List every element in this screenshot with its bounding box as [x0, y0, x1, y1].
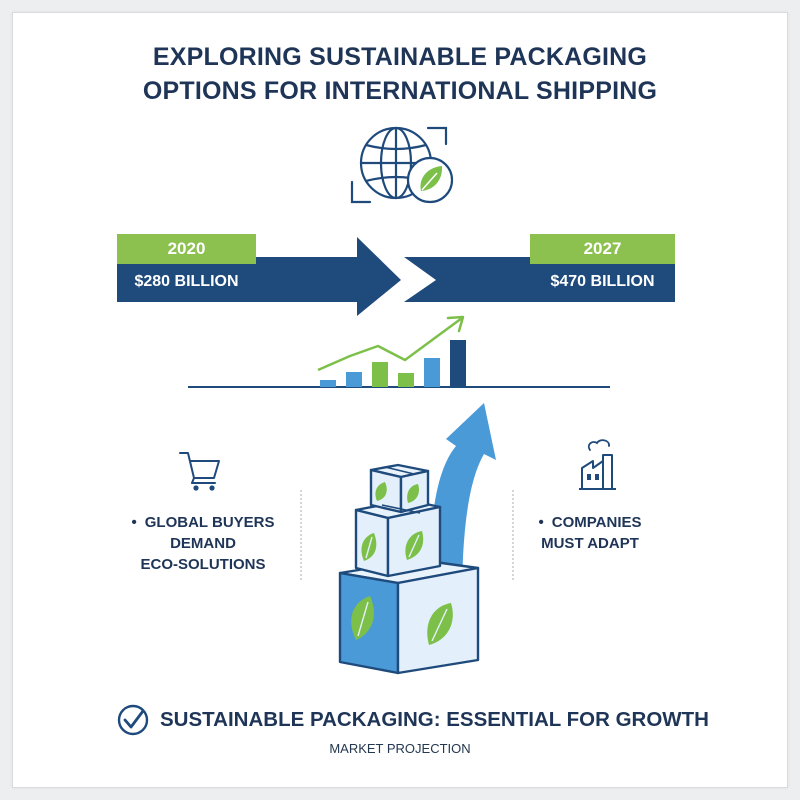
buyers-demand-point: •GLOBAL BUYERS DEMAND ECO-SOLUTIONS — [118, 512, 288, 575]
right-divider — [512, 490, 514, 580]
buyers-demand-line-3: ECO-SOLUTIONS — [140, 556, 266, 573]
end-year-label: 2027 — [530, 234, 675, 264]
bullet-icon: • — [538, 514, 544, 531]
infographic-frame — [12, 12, 788, 788]
buyers-demand-line-1: •GLOBAL BUYERS — [131, 514, 275, 531]
conclusion-title: SUSTAINABLE PACKAGING: ESSENTIAL FOR GRO… — [160, 708, 709, 731]
buyers-demand-line-2: DEMAND — [170, 535, 236, 552]
companies-adapt-line-2: MUST ADAPT — [541, 535, 639, 552]
companies-adapt-point: •COMPANIES MUST ADAPT — [520, 512, 660, 554]
title-line-2: OPTIONS FOR INTERNATIONAL SHIPPING — [142, 77, 658, 105]
caption-text: MARKET PROJECTION — [329, 741, 471, 756]
start-year-label: 2020 — [117, 234, 256, 264]
bullet-icon: • — [131, 514, 137, 531]
page-title: EXPLORING SUSTAINABLE PACKAGING OPTIONS … — [0, 40, 800, 108]
companies-adapt-line-1: •COMPANIES — [538, 514, 642, 531]
end-value-label: $470 BILLION — [550, 273, 655, 290]
left-divider — [300, 490, 302, 580]
title-line-1: EXPLORING SUSTAINABLE PACKAGING — [152, 43, 648, 71]
start-value-label: $280 BILLION — [134, 273, 239, 290]
